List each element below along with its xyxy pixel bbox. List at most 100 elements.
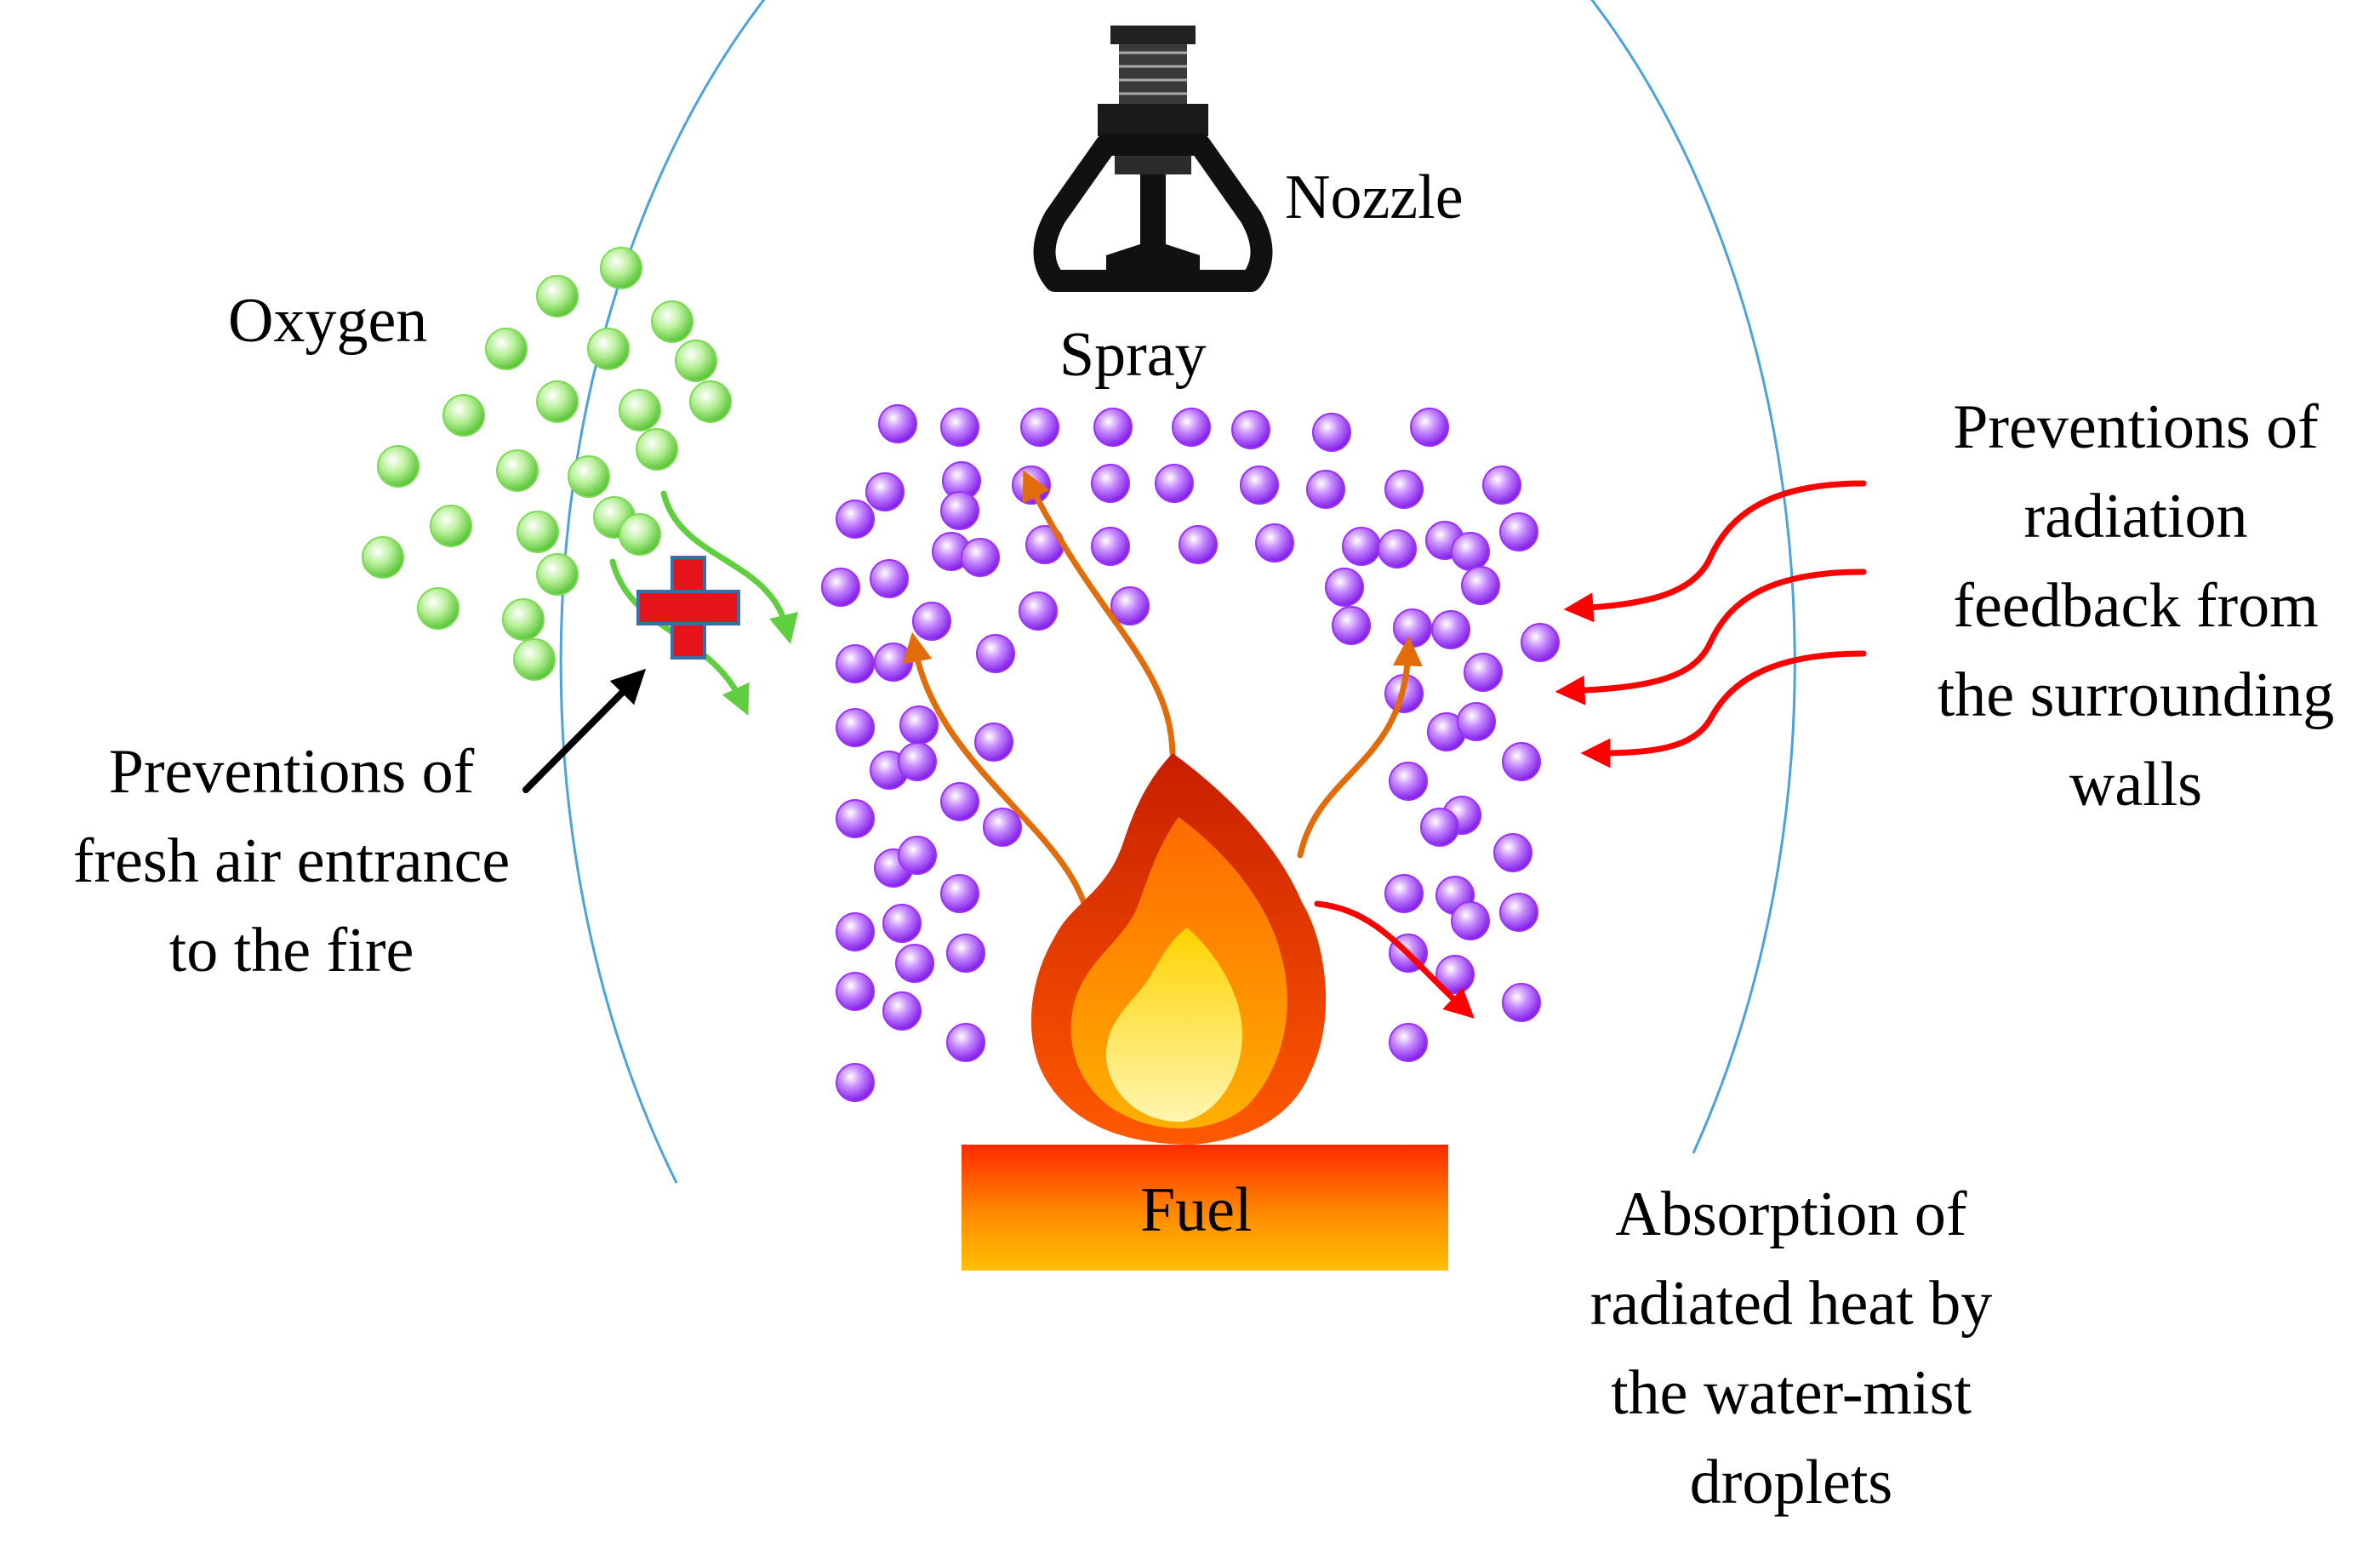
oxygen-molecule [417, 587, 459, 630]
water-droplet [836, 972, 875, 1011]
water-droplet [821, 568, 860, 607]
water-droplet [1393, 608, 1432, 648]
water-droplet [1420, 808, 1459, 847]
oxygen-molecule [496, 449, 539, 492]
oxygen-molecule [485, 328, 528, 370]
nozzle-label: Nozzle [1285, 163, 1464, 232]
oxygen-molecule [536, 275, 579, 317]
water-droplet [836, 644, 875, 683]
oxygen-molecule [619, 389, 661, 431]
water-droplet [898, 836, 937, 875]
water-droplet [1499, 893, 1538, 932]
water-droplet [1240, 466, 1279, 505]
water-droplet [1482, 466, 1521, 505]
water-droplet [895, 944, 934, 983]
spray-label: Spray [1059, 320, 1207, 390]
oxygen-molecule [517, 511, 559, 553]
water-droplet [1493, 833, 1532, 872]
oxygen-molecule [502, 598, 545, 641]
absorbed-radiation-arrow [1314, 900, 1475, 1019]
water-droplet [1499, 512, 1538, 551]
water-droplet [836, 500, 875, 539]
water-droplet [1019, 591, 1058, 631]
oxygen-molecule [600, 247, 642, 289]
water-droplet [882, 991, 922, 1031]
fuel-label: Fuel [1140, 1175, 1253, 1245]
oxygen-molecule [689, 380, 732, 423]
oxygen-molecule [362, 536, 404, 579]
steam-flow-arrows [902, 470, 1423, 918]
water-droplet [983, 808, 1022, 847]
fuel-block [962, 1145, 1448, 1271]
water-droplet [912, 602, 951, 641]
water-droplet [1332, 606, 1371, 645]
water-droplet [1521, 623, 1560, 662]
water-droplet [940, 782, 979, 821]
water-droplet [1502, 983, 1541, 1022]
water-droplet [1378, 529, 1417, 568]
water-droplet [1502, 742, 1541, 781]
water-droplet [1431, 610, 1470, 649]
water-droplet [946, 934, 985, 973]
water-droplet [1179, 525, 1218, 564]
water-droplet [940, 408, 979, 447]
oxygen-molecule [619, 513, 661, 556]
water-droplet [940, 874, 979, 913]
air-entrance-label: Preventions of fresh air entrance to the… [72, 737, 511, 986]
water-droplet [946, 1023, 985, 1062]
plus-icon [636, 556, 740, 660]
water-droplet [836, 912, 875, 951]
pointer-arrow [522, 668, 647, 793]
water-droplet [1255, 523, 1294, 563]
water-droplet [878, 404, 917, 443]
water-droplet [1325, 568, 1364, 607]
water-droplet [1155, 464, 1194, 503]
oxygen-molecule [377, 445, 419, 488]
oxygen-molecule [651, 300, 693, 343]
oxygen-molecule [430, 505, 472, 547]
water-droplet [836, 799, 875, 838]
water-droplet [870, 559, 909, 598]
water-droplet [1451, 901, 1490, 940]
oxygen-molecule [536, 553, 579, 596]
water-droplet [1172, 408, 1211, 447]
water-droplet [1384, 874, 1424, 913]
water-droplet [976, 634, 1015, 673]
water-droplet [1306, 470, 1345, 509]
oxygen-molecules [362, 247, 732, 681]
water-droplet [899, 705, 939, 745]
water-droplet [1457, 702, 1496, 741]
water-droplet [1410, 408, 1449, 447]
water-droplet [1389, 762, 1428, 801]
oxygen-molecule [536, 380, 579, 423]
water-droplet [836, 1063, 875, 1102]
water-droplet [898, 742, 937, 781]
water-droplet [1231, 410, 1270, 449]
oxygen-molecule [636, 428, 678, 471]
flame-icon [1030, 753, 1327, 1145]
oxygen-molecule [587, 328, 630, 370]
water-droplet [1384, 470, 1424, 509]
water-droplet [1389, 1023, 1428, 1062]
water-droplet [1464, 653, 1503, 692]
water-droplet [1461, 566, 1500, 605]
water-droplet [1451, 532, 1490, 571]
water-droplet [1342, 527, 1381, 566]
water-droplet [1020, 408, 1059, 447]
oxygen-molecule [568, 455, 610, 498]
water-droplet [874, 643, 913, 682]
water-droplet [882, 904, 922, 943]
water-mist-droplets [821, 404, 1560, 1102]
oxygen-molecule [513, 638, 556, 681]
radiation-feedback-arrows [1555, 480, 1867, 768]
water-droplet [1091, 527, 1130, 566]
water-droplet [961, 538, 1000, 577]
water-droplet [1312, 413, 1351, 452]
oxygen-molecule [675, 340, 717, 382]
water-droplet [1093, 408, 1133, 447]
oxygen-label: Oxygen [228, 286, 428, 356]
water-droplet [974, 723, 1013, 762]
water-droplet [1091, 464, 1130, 503]
water-droplet [836, 708, 875, 747]
water-droplet [940, 491, 979, 530]
